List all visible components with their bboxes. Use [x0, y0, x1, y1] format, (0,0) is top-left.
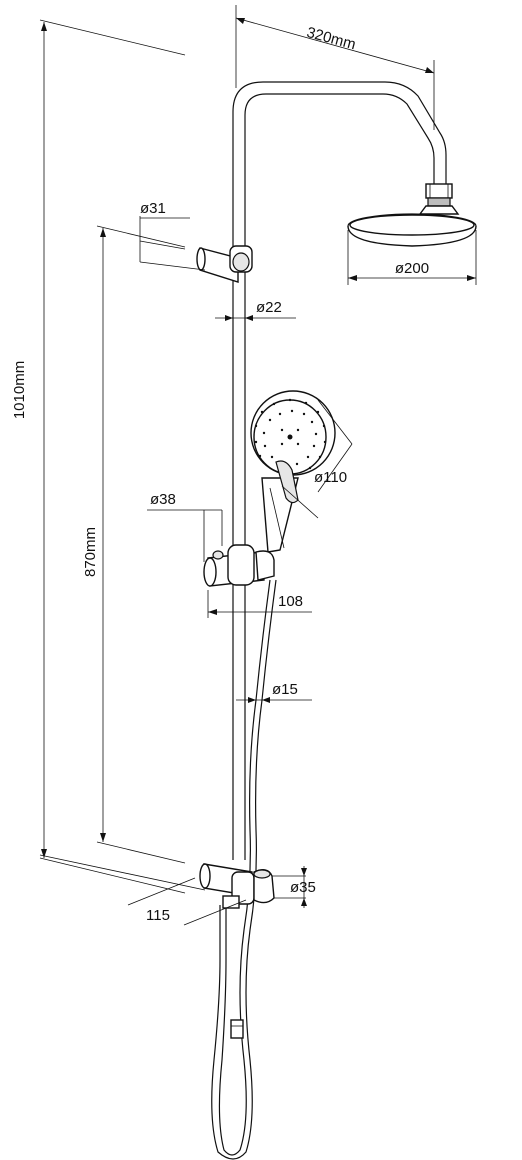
slider-offset-label: 108 [278, 593, 303, 610]
hand-shower [250, 390, 336, 553]
total-height-label: 1010mm [11, 361, 28, 419]
slider-diameter-dimension: ø38 [147, 491, 223, 562]
top-bracket-diameter-dimension: ø31 [139, 200, 206, 271]
riser-and-arm [232, 81, 447, 860]
diverter-depth-dimension: 115 [39, 854, 247, 926]
overhead-shower-head [347, 183, 477, 247]
slider-diameter-label: ø38 [150, 491, 176, 508]
bottom-diverter-bracket [199, 863, 275, 909]
hand-shower-diameter-dimension: ø110 [281, 399, 353, 519]
arm-reach-label: 320mm [305, 24, 358, 53]
riser-diameter-dimension: ø22 [215, 299, 296, 321]
slider-offset-dimension: 108 [207, 590, 312, 618]
diverter-depth-label: 115 [146, 907, 170, 924]
shower-hose [211, 579, 277, 1160]
bracket-spacing-dimension: 870mm [82, 225, 186, 864]
top-bracket-diameter-label: ø31 [140, 200, 166, 217]
arm-reach-dimension: 320mm [235, 5, 435, 130]
overhead-diameter-label: ø200 [395, 260, 429, 277]
hose-diameter-dimension: ø15 [236, 681, 312, 703]
hand-shower-diameter-label: ø110 [314, 469, 347, 486]
diverter-diameter-dimension: ø35 [272, 866, 316, 908]
top-wall-bracket [196, 245, 253, 283]
hose-diameter-label: ø15 [272, 681, 298, 698]
diverter-diameter-label: ø35 [290, 879, 316, 896]
slider-bracket [203, 544, 275, 587]
riser-diameter-label: ø22 [256, 299, 282, 316]
overhead-diameter-dimension: ø200 [347, 230, 477, 285]
bracket-spacing-label: 870mm [82, 527, 99, 577]
total-height-dimension: 1010mm [11, 19, 186, 894]
